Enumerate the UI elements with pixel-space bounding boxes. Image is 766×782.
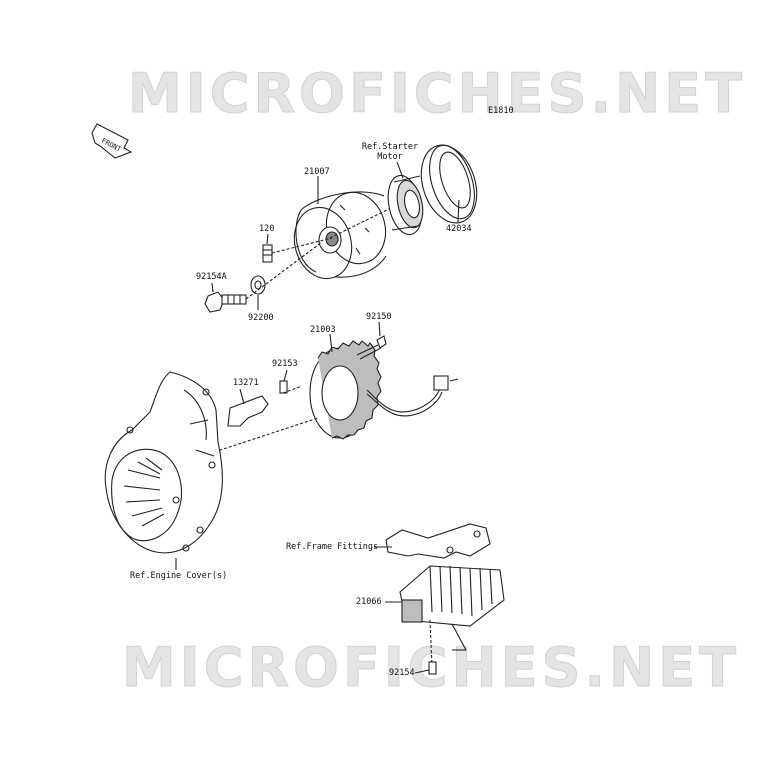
starter-clutch [387,174,424,236]
watermark-top: MICROFICHES.NET [128,62,746,126]
bolt-120 [262,237,333,263]
bolt-92153 [279,380,303,394]
label-92154: 92154 [389,668,415,678]
label-92200: 92200 [248,313,274,323]
bolt-92154 [428,661,437,675]
label-21007: 21007 [304,167,330,177]
label-120: 120 [259,224,275,234]
label-92153: 92153 [272,359,298,369]
regulator-21066 [399,565,505,667]
frame-fitting-bracket [385,523,491,559]
front-arrow-icon: FRONT [91,123,133,159]
bolt-92150 [356,335,387,360]
washer-92200 [250,275,266,295]
label-21003: 21003 [310,325,336,335]
gear-42034 [420,144,478,224]
stator-21003 [204,340,459,456]
engine-cover [104,371,223,554]
bolt-92154a [204,241,323,313]
diagram-code: E1810 [488,106,514,116]
label-ref-starter-motor: Ref.Starter Motor [361,142,419,162]
label-42034: 42034 [446,224,472,234]
label-92154a: 92154A [196,272,227,282]
label-ref-frame-fittings: Ref.Frame Fittings [286,542,379,552]
flywheel-rotor [293,191,396,280]
label-13271: 13271 [233,378,259,388]
label-ref-engine-cover: Ref.Engine Cover(s) [130,571,228,581]
holder-13271 [227,395,269,427]
label-92150: 92150 [366,312,392,322]
label-21066: 21066 [356,597,382,607]
